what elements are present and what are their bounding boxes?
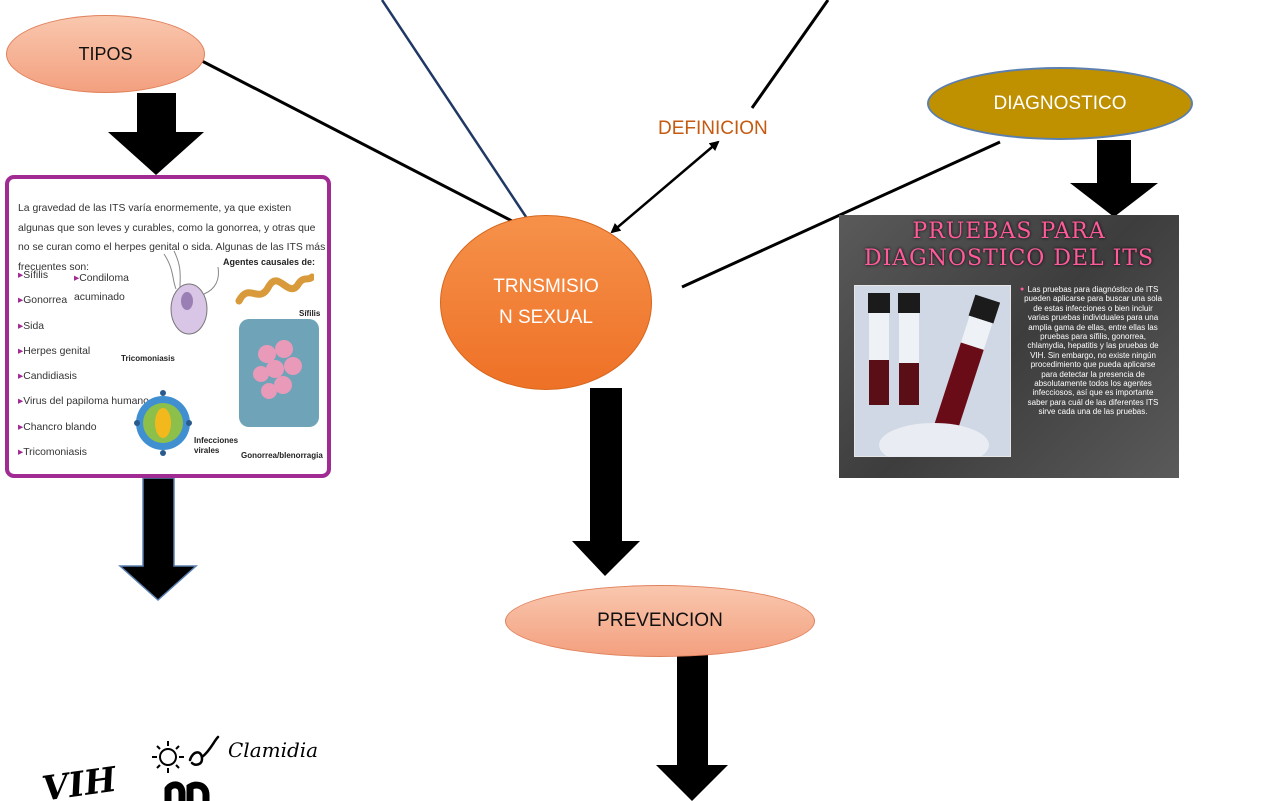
- sperm-icon: [188, 735, 220, 766]
- its-types-card: La gravedad de las ITS varía enormemente…: [5, 175, 331, 478]
- slide-body-text: Las pruebas para diagnóstico de ITS pued…: [1024, 285, 1162, 417]
- label-definicion: DEFINICION: [658, 118, 768, 139]
- its-list: Sífilis Gonorrea Sida Herpes genital Can…: [18, 269, 149, 471]
- its-intro-text: La gravedad de las ITS varía enormemente…: [18, 203, 326, 273]
- node-prevencion-label: PREVENCION: [597, 610, 723, 631]
- tricomonas-illustration: [163, 250, 219, 335]
- caption-infecciones-virales: Infecciones virales: [194, 436, 239, 455]
- logo-cropped-strokes: [164, 781, 210, 801]
- block-arrow-card-down: [118, 477, 198, 602]
- its-list-item: Sífilis: [18, 269, 149, 294]
- logo-vih-text: VIH: [40, 759, 121, 801]
- block-arrow-diagnostico-down: [1070, 140, 1158, 217]
- agents-heading: Agentes causales de:: [223, 257, 316, 267]
- blood-tubes-photo: [854, 285, 1011, 457]
- diagnostic-slide: PRUEBAS PARA DIAGNOSTICO DEL ITS ● Las p…: [839, 215, 1179, 478]
- its-list-item: Candidiasis: [18, 370, 149, 395]
- sifilis-illustration: [235, 273, 314, 305]
- node-transmision-line1: TRNSMISIO: [493, 276, 599, 298]
- its-list-item: Virus del papiloma humano: [18, 395, 149, 420]
- block-arrow-prevencion-down: [656, 650, 728, 801]
- its-list-item: Chancro blando: [18, 421, 149, 446]
- slide-bullet-icon: ●: [1020, 286, 1025, 293]
- node-tipos-label: TIPOS: [78, 43, 133, 64]
- its-list-item-condiloma: Condiloma acuminado: [74, 269, 144, 307]
- connector-tipos-transmision: [199, 58, 546, 240]
- caption-sifilis: Sífilis: [299, 309, 321, 318]
- node-transmision-line2: N SEXUAL: [499, 306, 593, 328]
- logo-clamidia-text: Clamidia: [228, 738, 318, 762]
- gonorrea-illustration: [239, 319, 319, 427]
- node-tipos: TIPOS: [6, 15, 205, 93]
- connector-top-to-definicion: [750, 0, 830, 109]
- connector-top-navy-to-transmision: [380, 0, 546, 246]
- block-arrow-transmision-down: [572, 388, 640, 576]
- its-handwritten-logo: Clamidia VIH: [40, 735, 318, 801]
- node-diagnostico-label: DIAGNOSTICO: [993, 92, 1127, 114]
- connector-diagnostico-transmision: [681, 140, 1001, 289]
- slide-title-line1: PRUEBAS PARA: [912, 219, 1106, 244]
- node-diagnostico: DIAGNOSTICO: [927, 67, 1193, 140]
- slide-title-line2: DIAGNOSTICO DEL ITS: [863, 246, 1155, 271]
- double-arrow-definicion-transmision: [610, 140, 720, 234]
- caption-tricomoniasis: Tricomoniasis: [121, 354, 175, 363]
- sun-icon: [152, 741, 184, 773]
- its-list-item: Gonorrea: [18, 294, 149, 319]
- node-prevencion: PREVENCION: [505, 585, 815, 657]
- virus-illustration: [134, 390, 192, 456]
- its-list-item: Herpes genital: [18, 345, 149, 370]
- block-arrow-tipos-down: [108, 93, 204, 175]
- its-list-item: Tricomoniasis: [18, 446, 149, 471]
- node-transmision-sexual: TRNSMISIO N SEXUAL: [440, 215, 652, 390]
- its-list-item: Sida: [18, 320, 149, 345]
- caption-gonorrea: Gonorrea/blenorragia: [241, 451, 323, 460]
